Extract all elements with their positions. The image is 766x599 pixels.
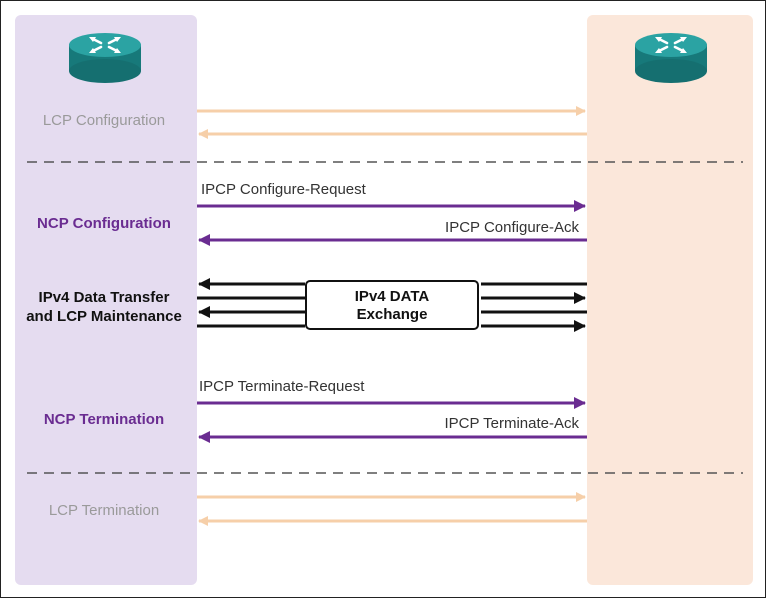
phase-label-data-transfer: IPv4 Data Transfer and LCP Maintenance <box>13 288 195 326</box>
message-configure-request: IPCP Configure-Request <box>201 181 366 198</box>
data-exchange-line1: IPv4 DATA <box>354 288 430 305</box>
phase-label-lcp-configuration: LCP Configuration <box>42 112 166 129</box>
phase-label-ncp-configuration: NCP Configuration <box>37 215 171 232</box>
data-exchange-line2: Exchange <box>356 306 428 323</box>
phase-label-data-transfer-line1: IPv4 Data Transfer <box>38 289 170 306</box>
phase-label-lcp-termination: LCP Termination <box>48 502 160 519</box>
data-exchange-box: IPv4 DATA Exchange <box>305 280 479 330</box>
router-icon <box>67 27 143 87</box>
left-router-column <box>15 15 197 585</box>
right-router-column <box>587 15 753 585</box>
message-terminate-ack: IPCP Terminate-Ack <box>444 415 580 432</box>
message-configure-ack: IPCP Configure-Ack <box>445 219 579 236</box>
phase-label-ncp-termination: NCP Termination <box>43 411 165 428</box>
message-terminate-request: IPCP Terminate-Request <box>199 378 365 395</box>
router-icon <box>633 27 709 87</box>
phase-label-data-transfer-line2: and LCP Maintenance <box>26 308 182 325</box>
